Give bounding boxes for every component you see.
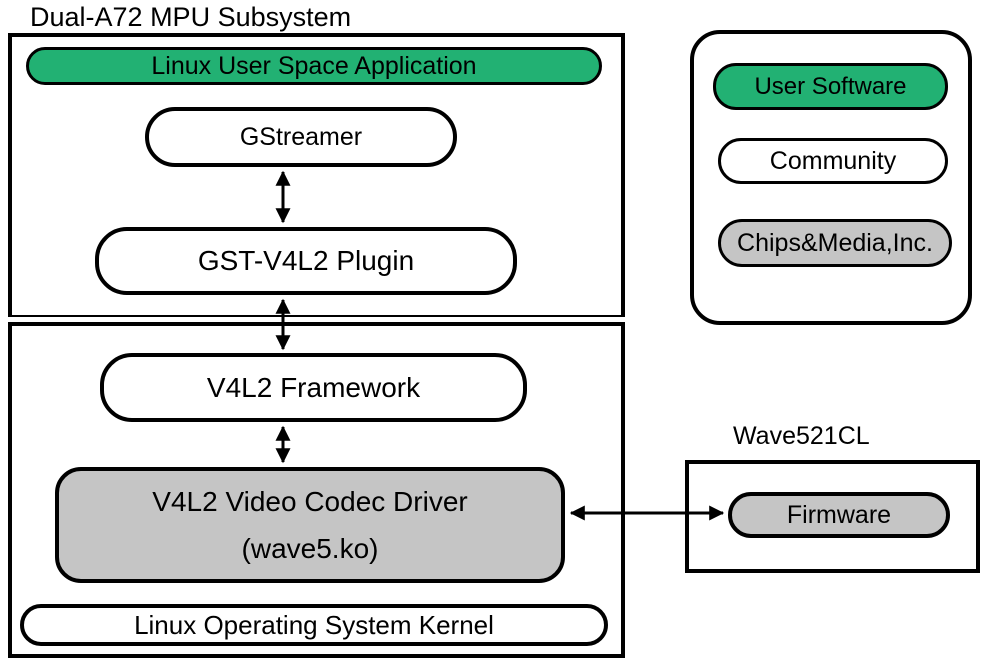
driver-label-line2: (wave5.ko) [241, 533, 379, 564]
gst-v4l2-plugin-block: GST-V4L2 Plugin [95, 227, 517, 295]
legend-item-chips-and-media: Chips&Media,Inc. [718, 219, 952, 267]
wave521cl-title: Wave521CL [733, 422, 870, 450]
mpu-subsystem-title: Dual-A72 MPU Subsystem [30, 2, 352, 32]
v4l2-framework-block: V4L2 Framework [100, 353, 527, 422]
firmware-block: Firmware [728, 492, 950, 538]
legend-item-community: Community [718, 138, 948, 184]
legend-item-user-software: User Software [713, 63, 948, 110]
linux-user-space-application-block: Linux User Space Application [26, 47, 602, 85]
gstreamer-block: GStreamer [145, 107, 457, 167]
v4l2-video-codec-driver-block: V4L2 Video Codec Driver (wave5.ko) [55, 467, 565, 583]
linux-kernel-block: Linux Operating System Kernel [20, 604, 608, 646]
driver-label-line1: V4L2 Video Codec Driver [152, 486, 468, 517]
